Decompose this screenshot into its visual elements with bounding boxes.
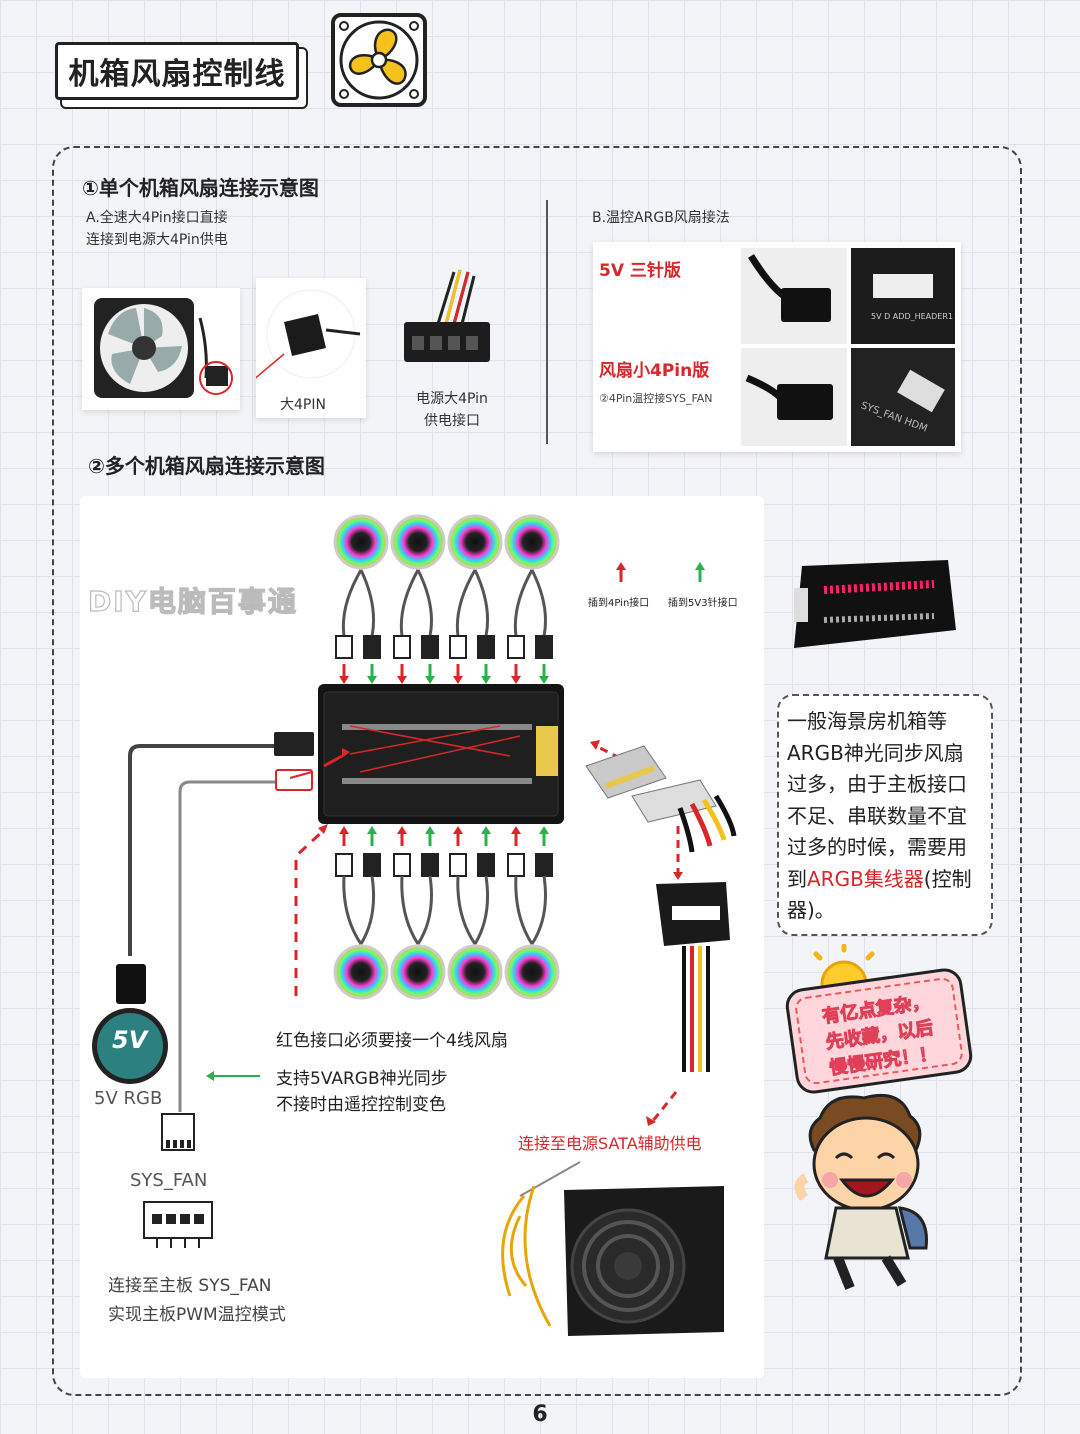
sysfan-header-photo: SYS_FAN HDM bbox=[851, 348, 955, 446]
page-title: 机箱风扇控制线 bbox=[55, 42, 299, 100]
method-a-desc: A.全速大4Pin接口直接 连接到电源大4Pin供电 bbox=[86, 210, 228, 248]
fan-photo bbox=[82, 288, 240, 410]
big4pin-closeup: 大4PIN bbox=[245, 278, 366, 418]
content-panel bbox=[52, 146, 1022, 1396]
multi-fan-diagram: DIY电脑百事通 插到4Pin接口 插到5V3针接口 红色接口必须要接一个4线风… bbox=[80, 496, 764, 1378]
cartoon-boy-icon bbox=[794, 1093, 928, 1290]
argb-connection-card: 5V 三针版 风扇小4Pin版 ②4Pin温控接SYS_FAN 5V D ADD… bbox=[593, 242, 961, 452]
note-sata: 连接至电源SATA辅助供电 bbox=[518, 1134, 702, 1153]
argb-header-photo: 5V D ADD_HEADER1 bbox=[851, 248, 955, 344]
legend-red: 插到4Pin接口 bbox=[588, 598, 650, 609]
note-motherboard: 连接至主板 SYS_FAN 实现主板PWM温控模式 bbox=[108, 1276, 286, 1325]
top-fan-row bbox=[333, 514, 560, 570]
section1-title: ①单个机箱风扇连接示意图 bbox=[82, 176, 319, 200]
method-b-desc: B.温控ARGB风扇接法 bbox=[592, 210, 730, 226]
section-divider bbox=[546, 200, 548, 444]
note-red-port: 红色接口必须要接一个4线风扇 bbox=[276, 1031, 508, 1051]
5v-badge: 5V bbox=[112, 1026, 148, 1054]
bottom-fan-row bbox=[333, 944, 560, 1000]
fan-icon bbox=[331, 13, 427, 107]
page-number: 6 bbox=[532, 1402, 548, 1427]
argb-hub-photo bbox=[794, 560, 956, 648]
sysfan-label: SYS_FAN bbox=[130, 1170, 208, 1191]
5v-rgb-label: 5V RGB bbox=[94, 1088, 163, 1109]
watermark: DIY电脑百事通 bbox=[87, 584, 298, 618]
3pin-connector-photo bbox=[741, 248, 847, 344]
side-note: 一般海景房机箱等 ARGB神光同步风扇 过多，由于主板接口 不足、串联数量不宜 … bbox=[777, 694, 993, 936]
psu-4pin-label: 电源大4Pin 供电接口 bbox=[416, 391, 488, 429]
diagram-drawing bbox=[92, 514, 737, 1336]
legend-green: 插到5V3针接口 bbox=[668, 598, 738, 609]
psu-4pin-connector bbox=[404, 269, 490, 362]
section2-title: ②多个机箱风扇连接示意图 bbox=[88, 454, 325, 478]
4pin-fan-connector-photo bbox=[741, 348, 847, 446]
note-sync: 支持5VARGB神光同步 不接时由遥控控制变色 bbox=[276, 1069, 448, 1115]
